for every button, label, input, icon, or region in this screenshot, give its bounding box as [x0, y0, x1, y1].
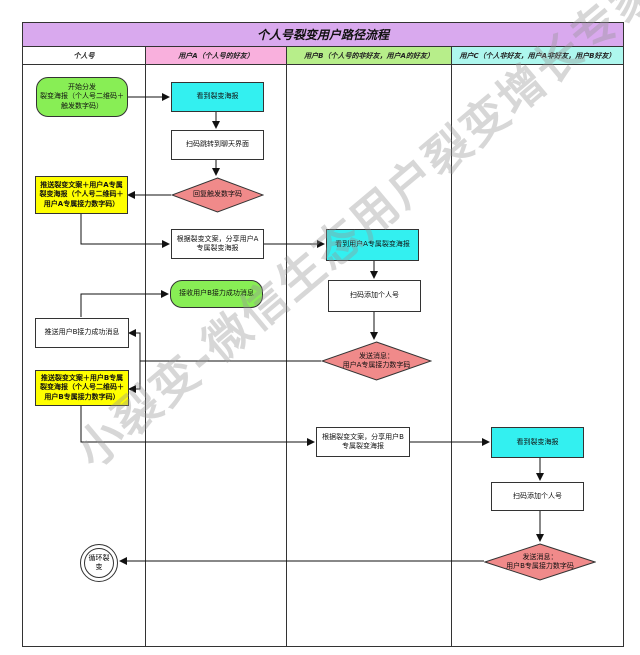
user-c-scan-add: 扫码添加个人号 — [491, 482, 584, 511]
push-user-a-poster: 推送裂变文案＋用户A专属裂变海报（个人号二维码＋用户A专属接力数字码） — [35, 176, 128, 214]
arrow-push-a-to-share — [80, 214, 170, 248]
user-b-send-msg-diamond: 发送消息： 用户A专属接力数字码 — [321, 341, 432, 381]
lane-divider-2 — [286, 46, 287, 647]
user-c-send-msg-diamond: 发送消息： 用户B专属接力数字码 — [484, 543, 596, 581]
diamond-shape — [484, 543, 596, 581]
push-user-b-success: 推送用户B接力成功消息 — [35, 318, 129, 348]
user-a-reply-code-label: 回复触发数字码 — [193, 190, 242, 199]
loop-inner-ring — [84, 548, 114, 578]
push-user-b-poster: 推送裂变文案＋用户B专属裂变海报（个人号二维码＋用户B专属接力数字码） — [35, 370, 129, 406]
diamond-shape — [171, 177, 264, 213]
diamond-shape — [321, 341, 432, 381]
lane-divider-1 — [145, 46, 146, 647]
arrow-bracket-up — [128, 329, 141, 361]
loop-fission-node: 循环裂变 — [80, 544, 118, 582]
start-node: 开始分发 裂变海报（个人号二维码＋触发数字码） — [36, 77, 128, 117]
arrow-push-b-to-share — [80, 406, 315, 446]
user-a-see-poster: 看到裂变海报 — [171, 82, 264, 112]
user-c-see-poster: 看到裂变海报 — [491, 427, 584, 458]
user-b-share-poster: 根据裂变文案，分享用户B专属裂变海报 — [316, 427, 410, 457]
lane-header-personal: 个人号 — [22, 46, 146, 65]
user-c-send-msg-label: 发送消息： 用户B专属接力数字码 — [506, 552, 574, 570]
user-b-send-msg-label: 发送消息： 用户A专属接力数字码 — [342, 351, 411, 369]
arrow-push-success-to-receive — [80, 290, 169, 317]
receive-user-b-success: 接收用户B接力成功消息 — [170, 280, 263, 308]
lane-divider-3 — [451, 46, 452, 647]
user-b-scan-add: 扫码添加个人号 — [328, 280, 421, 312]
user-a-reply-code-diamond: 回复触发数字码 — [171, 177, 264, 213]
user-a-share-poster: 根据裂变文案，分享用户A专属裂变海报 — [171, 229, 264, 259]
user-a-scan-chat: 扫码跳转到聊天界面 — [171, 130, 264, 160]
loop-fission-label: 循环裂变 — [88, 553, 110, 571]
arrow-bracket-down — [128, 361, 141, 393]
user-b-see-poster: 看到用户A专属裂变海报 — [326, 229, 419, 261]
